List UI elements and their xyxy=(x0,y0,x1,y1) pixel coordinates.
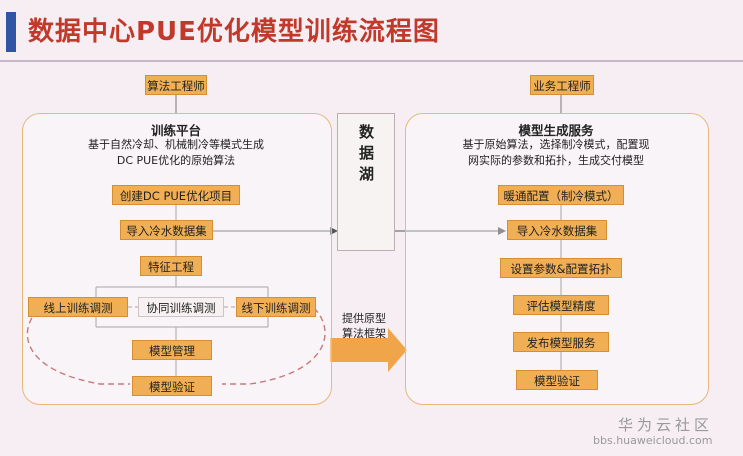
step-import-dataset-right: 导入冷水数据集 xyxy=(507,220,607,240)
step-import-dataset-left: 导入冷水数据集 xyxy=(120,220,213,240)
data-lake: 数据湖 xyxy=(337,113,395,251)
step-evaluate-accuracy: 评估模型精度 xyxy=(513,295,609,315)
title-accent-bar xyxy=(6,12,16,52)
step-set-params: 设置参数&配置拓扑 xyxy=(500,258,622,278)
step-model-management: 模型管理 xyxy=(132,340,212,360)
role-business-engineer: 业务工程师 xyxy=(530,75,594,95)
training-platform-desc-1: 基于自然冷却、机械制冷等模式生成 xyxy=(88,138,264,151)
training-platform-title: 训练平台 xyxy=(150,123,201,138)
training-platform-desc-2: DC PUE优化的原始算法 xyxy=(116,154,236,167)
step-collab-training: 协同训练调测 xyxy=(138,297,224,317)
model-service-desc-2: 网实际的参数和拓扑，生成交付模型 xyxy=(468,154,644,167)
step-offline-training: 线下训练调测 xyxy=(236,297,316,317)
role-algorithm-engineer: 算法工程师 xyxy=(145,75,207,95)
step-publish-service: 发布模型服务 xyxy=(513,332,609,352)
step-model-verify-left: 模型验证 xyxy=(132,376,212,396)
arrow-note: 提供原型算法框架 xyxy=(342,312,386,340)
model-service-title: 模型生成服务 xyxy=(518,123,594,138)
model-service-desc-1: 基于原始算法，选择制冷模式，配置现 xyxy=(462,138,650,151)
data-lake-label: 数据湖 xyxy=(357,124,375,187)
step-create-project: 创建DC PUE优化项目 xyxy=(112,185,240,205)
step-model-verify-right: 模型验证 xyxy=(516,370,598,390)
watermark-brand: 华为云社区 xyxy=(618,416,714,434)
step-hvac-config: 暖通配置（制冷模式） xyxy=(498,185,624,205)
dashed-loop-left xyxy=(26,309,130,385)
watermark-url: bbs.huaweicloud.com xyxy=(593,434,713,447)
step-feature-engineering: 特征工程 xyxy=(140,256,202,276)
dashed-loop-right xyxy=(222,307,326,385)
page-title: 数据中心PUE优化模型训练流程图 xyxy=(28,17,440,47)
step-online-training: 线上训练调测 xyxy=(28,297,128,317)
title-divider xyxy=(0,60,743,62)
big-flow-arrow xyxy=(330,328,407,372)
